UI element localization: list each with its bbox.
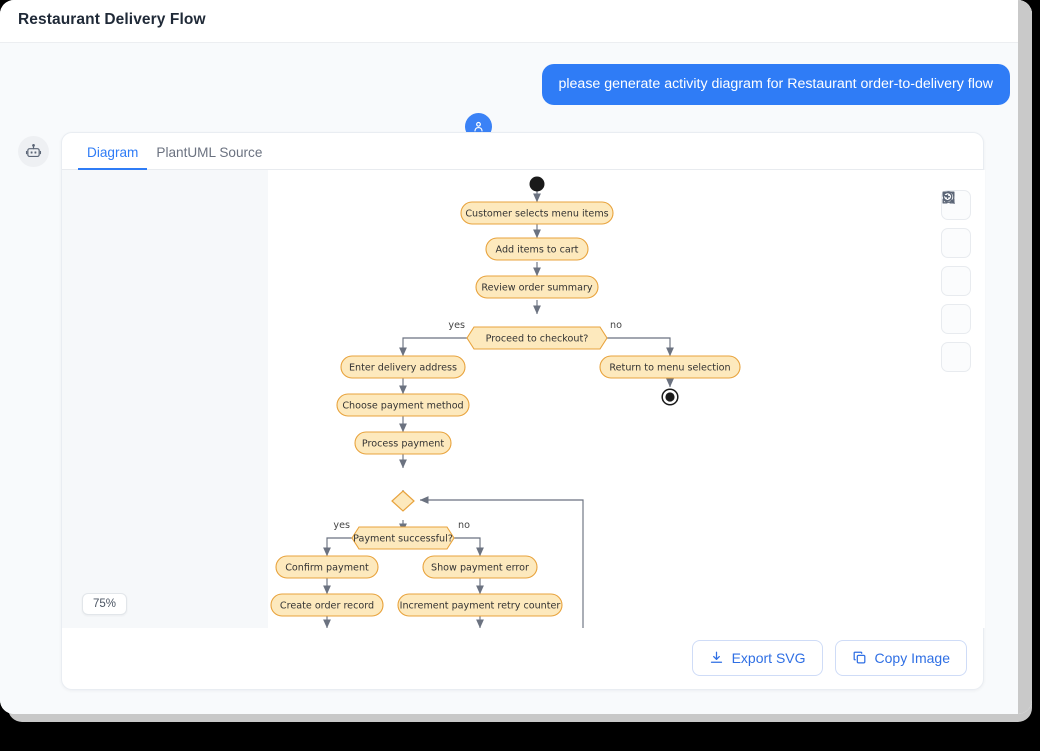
svg-text:Create order record: Create order record [280, 601, 374, 612]
svg-text:Increment payment retry counte: Increment payment retry counter [400, 601, 561, 612]
diagram-nodes: Customer selects menu items Add items to… [270, 201, 741, 617]
svg-text:Review order summary: Review order summary [481, 283, 593, 294]
edge-label-payment-no: no [458, 520, 470, 531]
fit-screen-button[interactable] [941, 191, 971, 334]
edge-label-checkout-no: no [610, 320, 622, 331]
user-icon [474, 121, 483, 132]
fullscreen-button[interactable] [941, 191, 971, 372]
copy-image-button[interactable]: Copy Image [834, 639, 967, 676]
edge-label-checkout-yes: yes [448, 320, 465, 331]
user-message-row: please generate activity diagram for Res… [541, 64, 1010, 106]
node-initial [529, 176, 545, 192]
svg-text:Add items to cart: Add items to cart [496, 245, 579, 256]
user-message-bubble: please generate activity diagram for Res… [541, 64, 1010, 106]
diagram-edges [323, 191, 674, 628]
svg-text:Confirm payment: Confirm payment [285, 563, 369, 574]
download-icon [710, 651, 722, 663]
avatar-bot [18, 136, 49, 167]
node-decision-payment: Payment successful? [351, 526, 455, 550]
reset-view-button[interactable] [941, 191, 971, 296]
node-action-9: Create order record [270, 593, 384, 617]
tab-diagram[interactable]: Diagram [78, 145, 148, 170]
export-svg-button[interactable]: Export SVG [691, 639, 823, 676]
activity-diagram-svg: Customer selects menu items Add items to… [270, 176, 741, 628]
tab-plantuml-source[interactable]: PlantUML Source [147, 145, 271, 169]
svg-text:Process payment: Process payment [362, 439, 444, 450]
node-decision-checkout: Proceed to checkout? [466, 326, 608, 350]
vertical-scrollbar[interactable] [1018, 0, 1032, 714]
diagram-card: Diagram PlantUML Source [61, 132, 985, 690]
zoom-controls [941, 190, 971, 372]
svg-text:Enter delivery address: Enter delivery address [349, 363, 457, 374]
zoom-out-button[interactable] [941, 191, 971, 258]
diagram-canvas[interactable]: Customer selects menu items Add items to… [62, 170, 985, 628]
svg-text:Return to menu selection: Return to menu selection [609, 363, 730, 374]
card-tabs: Diagram PlantUML Source [62, 133, 983, 170]
node-action-12: Increment payment retry counter [397, 593, 563, 617]
zoom-level-badge: 75% [82, 593, 128, 615]
node-action-4: Enter delivery address [340, 355, 466, 379]
copy-icon [853, 651, 865, 664]
node-action-7: Process payment [354, 431, 452, 455]
node-action-2: Add items to cart [485, 237, 589, 261]
copy-image-label: Copy Image [874, 649, 950, 666]
node-action-11: Show payment error [422, 555, 538, 579]
app-header: Restaurant Delivery Flow [0, 0, 1032, 43]
node-merge [391, 490, 415, 512]
export-svg-label: Export SVG [731, 649, 806, 666]
svg-text:Choose payment method: Choose payment method [342, 401, 463, 412]
node-action-6: Choose payment method [336, 393, 470, 417]
node-action-8: Confirm payment [275, 555, 379, 579]
node-action-5: Return to menu selection [599, 355, 741, 379]
card-actions: Export SVG Copy Image [62, 626, 985, 689]
conversation-area: please generate activity diagram for Res… [0, 43, 1032, 714]
node-final [661, 388, 679, 406]
svg-text:Proceed to checkout?: Proceed to checkout? [486, 334, 589, 345]
page-title: Restaurant Delivery Flow [18, 11, 206, 28]
robot-icon [25, 144, 42, 158]
edge-label-payment-yes: yes [333, 520, 350, 531]
fullscreen-icon [942, 191, 955, 204]
svg-text:Customer selects menu items: Customer selects menu items [465, 209, 608, 220]
assistant-message-row: Diagram PlantUML Source [18, 132, 985, 690]
svg-text:Payment successful?: Payment successful? [353, 534, 453, 545]
canvas-left-pad [62, 170, 268, 628]
svg-text:Show payment error: Show payment error [431, 563, 529, 574]
app-window: Restaurant Delivery Flow please generate… [0, 0, 1032, 714]
node-action-3: Review order summary [475, 275, 599, 299]
node-action-1: Customer selects menu items [460, 201, 614, 225]
